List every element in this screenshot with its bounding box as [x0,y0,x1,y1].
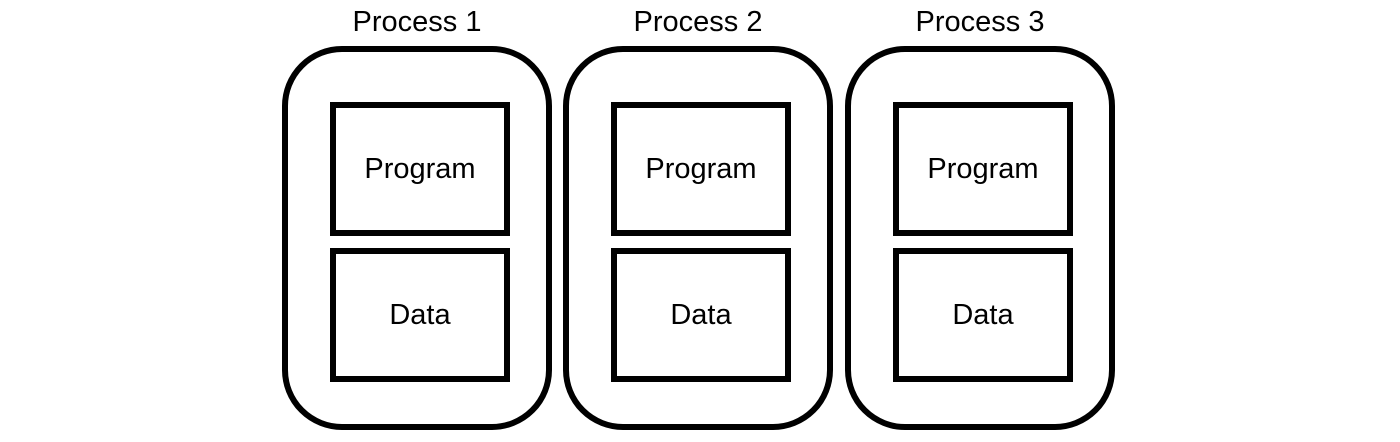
process-3-frame: Program Data [845,46,1115,430]
process-3-title: Process 3 [915,6,1045,38]
process-1-frame: Program Data [282,46,552,430]
process-3-program-label: Program [927,152,1039,185]
process-2-program-label: Program [645,152,757,185]
process-1: Process 1 Program Data [282,0,552,430]
process-2-program-box: Program [611,102,791,236]
process-2-data-label: Data [670,298,732,331]
process-3-data-label: Data [952,298,1014,331]
process-3: Process 3 Program Data [845,0,1115,430]
process-2: Process 2 Program Data [563,0,833,430]
process-1-program-box: Program [330,102,510,236]
process-3-program-box: Program [893,102,1073,236]
process-2-title: Process 2 [633,6,763,38]
process-2-data-box: Data [611,248,791,382]
process-1-data-label: Data [389,298,451,331]
process-1-data-box: Data [330,248,510,382]
process-3-data-box: Data [893,248,1073,382]
process-1-title: Process 1 [352,6,482,38]
process-2-frame: Program Data [563,46,833,430]
process-1-program-label: Program [364,152,476,185]
